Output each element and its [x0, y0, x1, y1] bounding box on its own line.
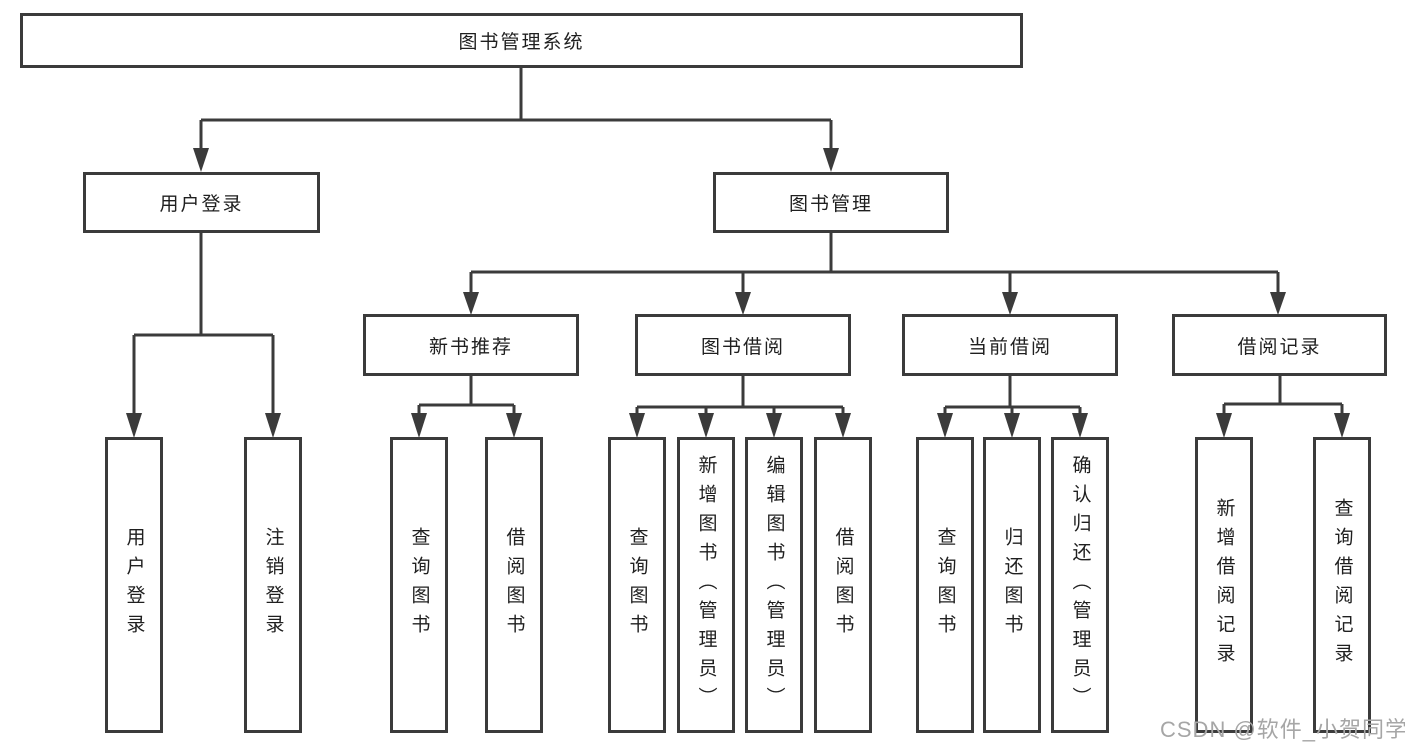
node-label: 查询借阅记录 [1331, 498, 1353, 672]
leaf-borrow-books-recommend: 借阅图书 [485, 437, 543, 733]
node-label: 图书借阅 [700, 336, 785, 358]
node-label: 查询图书 [408, 527, 430, 643]
leaf-borrow-books: 借阅图书 [814, 437, 872, 733]
leaf-confirm-return-admin: 确认归还（管理员） [1051, 437, 1109, 733]
leaf-query-books-recommend: 查询图书 [390, 437, 448, 733]
leaf-query-books-current: 查询图书 [916, 437, 974, 733]
node-library-system-root: 图书管理系统 [20, 13, 1023, 68]
arrowhead-icon [463, 292, 479, 315]
node-label: 查询图书 [626, 527, 648, 643]
arrowhead-icon [193, 148, 209, 172]
connector-current-borrow-children [943, 376, 1082, 415]
node-new-book-recommend: 新书推荐 [363, 314, 579, 376]
node-label: 注销登录 [262, 527, 284, 643]
connector-user-login-children [132, 233, 275, 415]
node-borrowing-records: 借阅记录 [1172, 314, 1387, 376]
leaf-return-books: 归还图书 [983, 437, 1041, 733]
connector-root-to-level2 [199, 68, 833, 150]
node-label: 借阅图书 [503, 527, 525, 643]
arrowhead-icon [937, 413, 953, 438]
leaf-query-borrow-record: 查询借阅记录 [1313, 437, 1371, 733]
leaf-edit-book-admin: 编辑图书（管理员） [745, 437, 803, 733]
arrowhead-icon [735, 292, 751, 315]
node-label: 当前借阅 [967, 336, 1052, 358]
node-label: 图书管理 [788, 194, 873, 215]
arrowhead-icon [629, 413, 645, 438]
node-label: 图书管理系统 [458, 32, 585, 53]
arrowhead-icon [265, 413, 281, 438]
node-label: 借阅图书 [832, 527, 854, 643]
arrowhead-icon [1004, 413, 1020, 438]
csdn-watermark: CSDN @软件_小贺同学 [1160, 717, 1405, 742]
node-label: 新增图书（管理员） [695, 454, 717, 716]
node-user-login: 用户登录 [83, 172, 320, 233]
arrowhead-icon [766, 413, 782, 438]
connector-borrow-records-children [1222, 376, 1344, 415]
node-label: 新书推荐 [428, 336, 513, 358]
leaf-add-book-admin: 新增图书（管理员） [677, 437, 735, 733]
node-label: 借阅记录 [1237, 336, 1322, 358]
node-label: 确认归还（管理员） [1069, 454, 1091, 716]
connector-new-book-children [417, 376, 516, 415]
arrowhead-icon [698, 413, 714, 438]
arrowhead-icon [1072, 413, 1088, 438]
arrowhead-icon [506, 413, 522, 438]
node-label: 新增借阅记录 [1213, 498, 1235, 672]
node-book-borrowing: 图书借阅 [635, 314, 851, 376]
arrowhead-icon [1002, 292, 1018, 315]
node-label: 归还图书 [1001, 527, 1023, 643]
node-label: 用户登录 [123, 527, 145, 643]
node-current-borrowing: 当前借阅 [902, 314, 1118, 376]
arrowhead-icon [1270, 292, 1286, 315]
node-label: 编辑图书（管理员） [763, 454, 785, 716]
leaf-add-borrow-record: 新增借阅记录 [1195, 437, 1253, 733]
arrowhead-icon [823, 148, 839, 172]
arrowhead-icon [1216, 413, 1232, 438]
arrowhead-icon [411, 413, 427, 438]
connector-book-management-children [469, 233, 1280, 294]
arrowhead-icon [835, 413, 851, 438]
node-label: 用户登录 [159, 194, 244, 215]
leaf-logout: 注销登录 [244, 437, 302, 733]
node-label: 查询图书 [934, 527, 956, 643]
arrowhead-icon [126, 413, 142, 438]
connector-book-borrow-children [635, 376, 845, 415]
leaf-user-login: 用户登录 [105, 437, 163, 733]
arrowhead-icon [1334, 413, 1350, 438]
arrowheads [126, 148, 1350, 438]
node-book-management: 图书管理 [713, 172, 949, 233]
leaf-query-books-borrow: 查询图书 [608, 437, 666, 733]
